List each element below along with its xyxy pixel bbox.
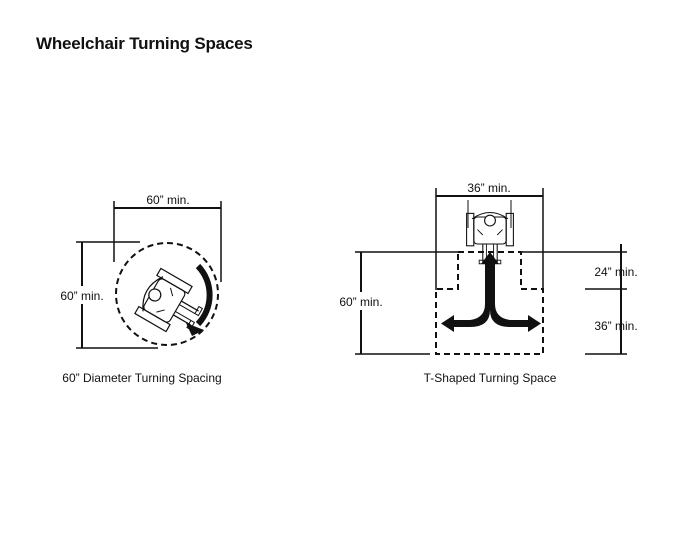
upper-depth-label: 24” min. bbox=[594, 265, 637, 279]
t-arrow-body bbox=[452, 262, 528, 327]
turning-circle bbox=[115, 242, 219, 346]
caption-t-shape: T-Shaped Turning Space bbox=[424, 371, 557, 385]
caption-circle: 60” Diameter Turning Spacing bbox=[62, 371, 221, 385]
rotation-arrow bbox=[195, 263, 213, 327]
circle-diagram: 60” min. 60” min. 60” Diameter Turning S… bbox=[52, 193, 222, 385]
up-arrowhead bbox=[481, 252, 499, 264]
t-shape-diagram: 36” min. 60” min. 24” min. 36” min. T-Sh… bbox=[333, 181, 638, 385]
height-label: 60” min. bbox=[60, 289, 103, 303]
top-width-label: 36” min. bbox=[467, 181, 510, 195]
width-label: 60” min. bbox=[146, 193, 189, 207]
t-shape-outline bbox=[435, 251, 544, 355]
page-title: Wheelchair Turning Spaces bbox=[36, 34, 253, 53]
left-arrowhead bbox=[441, 315, 454, 332]
height-label: 60” min. bbox=[339, 295, 382, 309]
rotation-arrowhead bbox=[186, 323, 204, 336]
right-arrowhead bbox=[528, 315, 541, 332]
lower-depth-label: 36” min. bbox=[594, 319, 637, 333]
